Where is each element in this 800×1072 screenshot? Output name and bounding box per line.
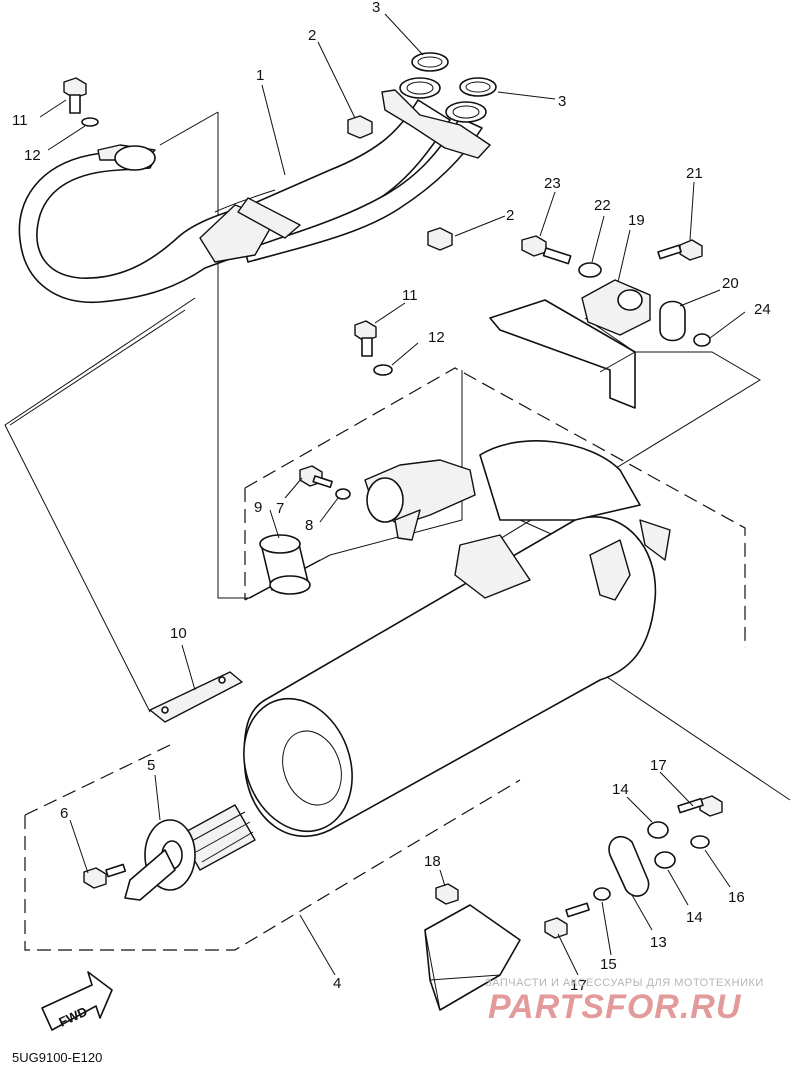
callout-labels: 1 2 2 3 3 4 5 6 7 8 9 10 11 11 12 12 13 … [12, 0, 771, 994]
rear-mount-parts [424, 795, 723, 1011]
diagram-code: 5UG9100-E120 [12, 1050, 102, 1065]
callout-18: 18 [424, 853, 441, 870]
sleeve-part [259, 534, 311, 595]
bolt-washer-top-left [63, 77, 99, 127]
callout-13: 13 [650, 934, 667, 951]
exhaust-pipe [18, 77, 491, 304]
callout-11: 11 [12, 112, 28, 129]
muffler [243, 440, 671, 838]
callout-11: 11 [402, 287, 418, 304]
gasket-parts [411, 52, 497, 97]
callout-10: 10 [170, 625, 187, 642]
callout-14: 14 [612, 781, 629, 798]
spark-arrester-part [83, 804, 256, 901]
callout-4: 4 [333, 975, 341, 992]
callout-2: 2 [506, 207, 514, 224]
callout-12: 12 [24, 147, 41, 164]
callout-7: 7 [276, 500, 284, 517]
bracket-assembly-right [489, 235, 711, 409]
callout-22: 22 [594, 197, 611, 214]
callout-17: 17 [570, 977, 587, 994]
callout-17: 17 [650, 757, 667, 774]
callout-20: 20 [722, 275, 739, 292]
callout-2: 2 [308, 27, 316, 44]
dashed-group-boundary-muffler [24, 367, 746, 951]
callout-15: 15 [600, 956, 617, 973]
callout-21: 21 [686, 165, 703, 182]
callout-16: 16 [728, 889, 745, 906]
fwd-arrow: FWD [41, 971, 113, 1031]
muffler-joint-clamp [299, 320, 476, 541]
callout-3: 3 [558, 93, 566, 110]
heat-gasket-part [149, 671, 243, 723]
callout-leaders [39, 13, 746, 976]
callout-23: 23 [544, 175, 561, 192]
callout-3: 3 [372, 0, 380, 16]
watermark-logo: PARTSFOR.RU [488, 988, 742, 1026]
callout-14: 14 [686, 909, 703, 926]
callout-5: 5 [147, 757, 155, 774]
callout-24: 24 [754, 301, 771, 318]
watermark-subtitle: ЗАПЧАСТИ И АКСЕССУАРЫ ДЛЯ МОТОТЕХНИКИ [485, 977, 764, 989]
callout-12: 12 [428, 329, 445, 346]
callout-1: 1 [256, 67, 264, 84]
callout-8: 8 [305, 517, 313, 534]
callout-9: 9 [254, 499, 262, 516]
callout-19: 19 [628, 212, 645, 229]
nut-parts [347, 115, 453, 251]
callout-6: 6 [60, 805, 68, 822]
